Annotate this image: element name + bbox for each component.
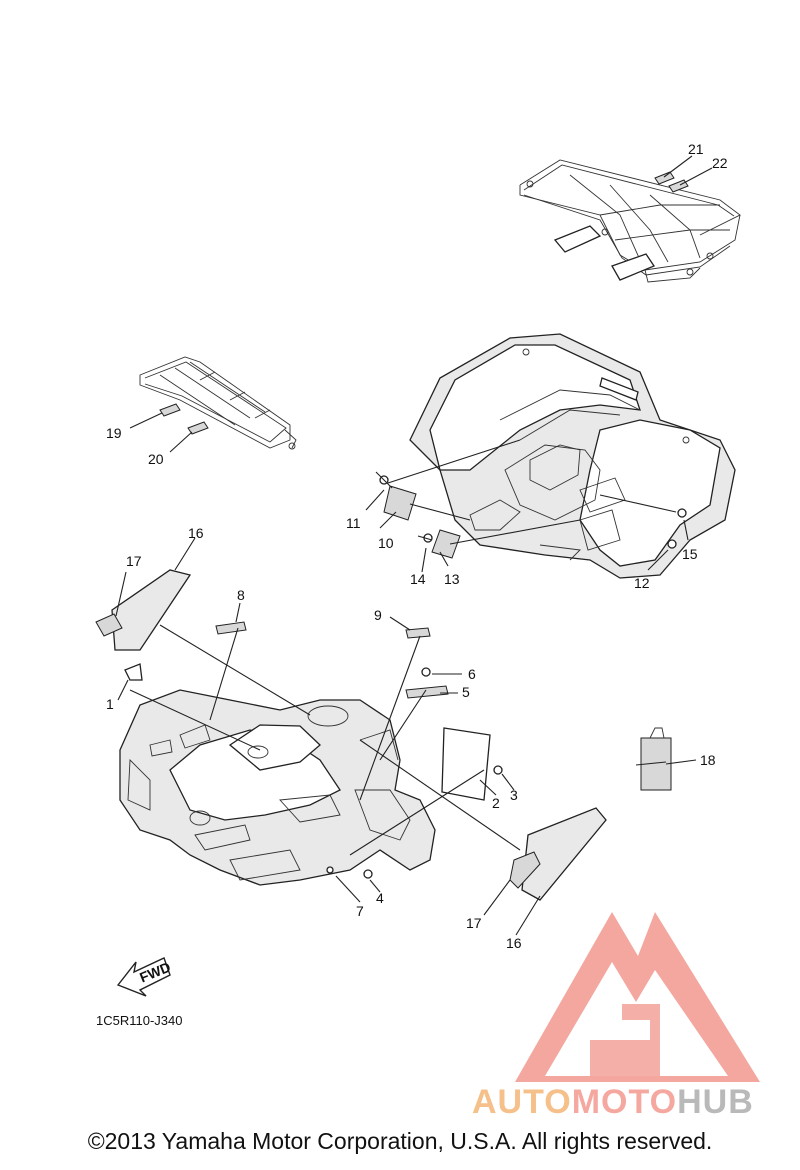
callout-16-top: 16 — [188, 525, 204, 541]
callout-17-bottom: 17 — [466, 915, 482, 931]
watermark-auto: AUTO — [472, 1083, 572, 1121]
watermark-logo — [515, 912, 760, 1082]
callout-14: 14 — [410, 571, 426, 587]
callout-9: 9 — [374, 607, 382, 623]
diagram-code: 1C5R110-J340 — [96, 1013, 183, 1028]
callout-12: 12 — [634, 575, 650, 591]
callout-4: 4 — [376, 890, 384, 906]
label-21-22 — [654, 155, 713, 193]
rear-carrier — [519, 159, 741, 283]
callout-leaders — [115, 537, 697, 936]
callout-19: 19 — [106, 425, 122, 441]
rear-fender — [409, 333, 736, 579]
callout-18: 18 — [700, 752, 716, 768]
callout-20: 20 — [148, 451, 164, 467]
callout-2: 2 — [492, 795, 500, 811]
watermark-text: AUTOMOTOHUB — [472, 1083, 754, 1122]
callout-21: 21 — [688, 141, 704, 157]
callout-7: 7 — [356, 903, 364, 919]
callout-15: 15 — [682, 546, 698, 562]
watermark-moto: MOTO — [571, 1083, 678, 1121]
callout-17-top: 17 — [126, 553, 142, 569]
watermark-hub: HUB — [677, 1083, 754, 1121]
callout-numbers: 1 2 3 4 5 6 7 8 9 10 11 12 13 14 15 16 1… — [106, 141, 728, 951]
callout-22: 22 — [712, 155, 728, 171]
callout-3: 3 — [510, 787, 518, 803]
callout-13: 13 — [444, 571, 460, 587]
callout-11: 11 — [346, 515, 361, 531]
copyright-notice: ©2013 Yamaha Motor Corporation, U.S.A. A… — [87, 1128, 713, 1154]
front-decals — [95, 569, 672, 901]
callout-6: 6 — [468, 666, 476, 682]
front-carrier — [129, 356, 297, 453]
front-fender — [119, 689, 436, 886]
callout-1: 1 — [106, 696, 114, 712]
fwd-arrow-icon: FWD — [116, 957, 173, 997]
callout-8: 8 — [237, 587, 245, 603]
callout-16-bottom: 16 — [506, 935, 522, 951]
rear-fasteners — [365, 439, 689, 573]
callout-10: 10 — [378, 535, 394, 551]
callout-5: 5 — [462, 684, 470, 700]
